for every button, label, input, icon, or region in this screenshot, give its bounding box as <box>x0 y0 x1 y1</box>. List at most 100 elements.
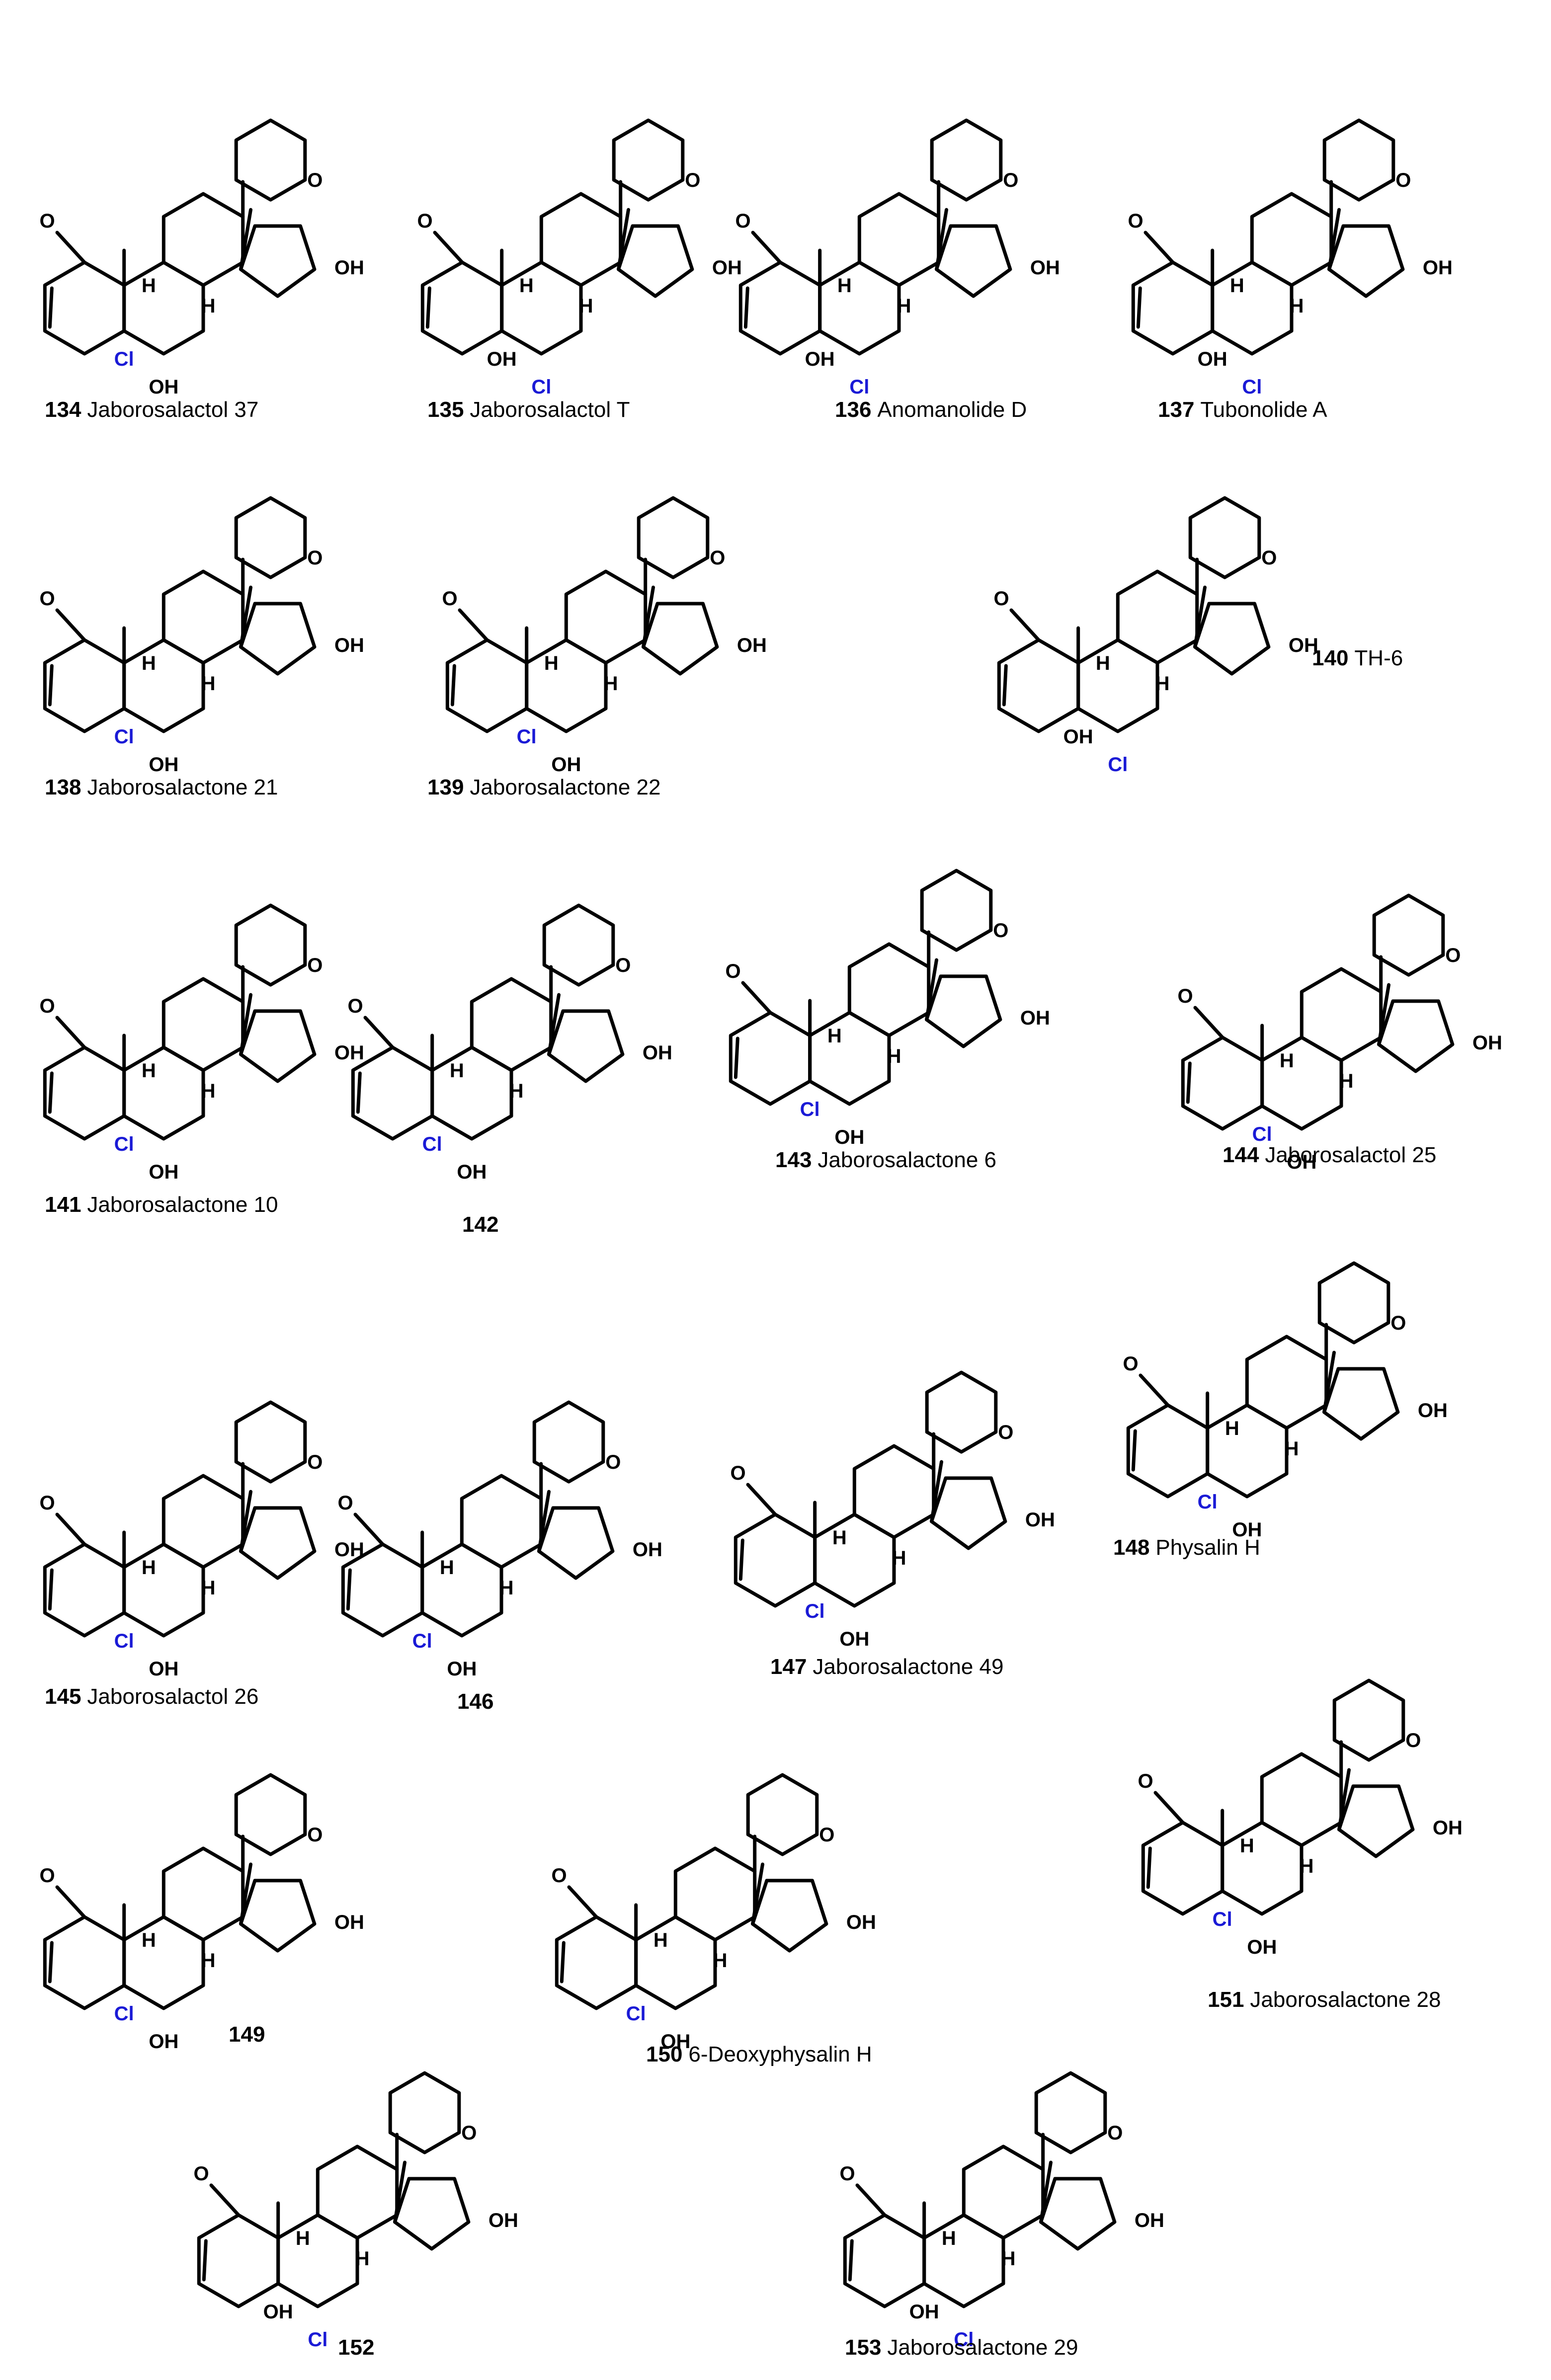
h-label: H <box>887 1045 901 1067</box>
side-chain-bond <box>239 208 253 271</box>
hydroxyl-label: OH <box>334 635 364 656</box>
carbonyl-bond <box>433 231 464 264</box>
compound-name: Jaborosalactone 21 <box>87 775 278 799</box>
side-chain-bond <box>547 993 561 1056</box>
ring-d <box>239 1879 317 1953</box>
hydroxyl-label: OH <box>551 754 581 776</box>
side-chain-bond <box>1337 1768 1351 1831</box>
ring-a <box>445 638 529 733</box>
side-chain-bond <box>1193 585 1207 649</box>
lactone-oxygen: O <box>1003 169 1018 191</box>
compound-number: 147 <box>770 1655 807 1679</box>
chlorine-label: Cl <box>805 1600 825 1622</box>
ring-b <box>500 260 583 356</box>
ring-d <box>239 602 317 676</box>
hydroxyl-label: OH <box>457 1161 487 1183</box>
ring-d <box>547 1009 625 1083</box>
ring-a <box>738 260 822 356</box>
ring-b <box>122 1915 205 2010</box>
compound-name: Jaborosalactol 37 <box>87 397 259 422</box>
hydroxyl-label: OH <box>1020 1007 1050 1029</box>
hydroxyl-label: OH <box>633 1539 662 1561</box>
lactone-oxygen: O <box>461 2122 477 2144</box>
compound-name: Jaborosalactone 6 <box>817 1148 997 1172</box>
compound-number: 144 <box>1223 1143 1259 1167</box>
side-chain-lactone-ring <box>542 903 615 987</box>
lactone-oxygen: O <box>307 954 323 976</box>
side-chain-lactone-ring <box>388 2071 461 2154</box>
ring-a <box>997 638 1080 733</box>
ring-a <box>43 638 126 733</box>
ring-d <box>935 224 1012 298</box>
ring-a <box>43 260 126 356</box>
carbonyl-bond <box>458 608 489 642</box>
h-label: H <box>1285 1438 1299 1460</box>
hydroxyl-label: OH <box>737 635 767 656</box>
ring-a <box>197 2213 280 2308</box>
side-chain-bond <box>617 208 631 271</box>
ring-b <box>276 2213 359 2308</box>
hydroxyl-label: OH <box>1247 1936 1277 1958</box>
carbonyl-bond <box>1009 608 1041 642</box>
h-label: H <box>653 1929 668 1951</box>
side-chain-lactone-ring <box>1188 496 1261 579</box>
hydroxyl-label: OH <box>487 348 517 370</box>
ring-c <box>1245 1335 1328 1430</box>
ring-b <box>122 260 205 356</box>
hydroxyl-label: OH <box>489 2210 518 2231</box>
double-bond <box>1146 1846 1152 1889</box>
compound-name: Anomanolide D <box>877 397 1027 422</box>
hydroxyl-label: OH <box>712 257 742 279</box>
ring-d <box>393 2177 471 2251</box>
compound-number: 148 <box>1113 1535 1150 1560</box>
lactone-oxygen: O <box>710 547 725 569</box>
hydroxyl-label: OH <box>1063 726 1093 748</box>
chlorine-label: Cl <box>1242 376 1262 398</box>
h-label: H <box>499 1577 514 1599</box>
compound-name: Jaborosalactone 28 <box>1250 1987 1441 2012</box>
ring-c <box>539 192 623 287</box>
h-label: H <box>201 673 216 695</box>
compound-number: 142 <box>462 1212 499 1237</box>
h-label: H <box>1280 1050 1294 1072</box>
ketone-oxygen: O <box>442 588 457 610</box>
ring-b <box>122 1045 205 1141</box>
ring-b <box>122 638 205 733</box>
ring-b <box>922 2213 1005 2308</box>
h-label: H <box>142 1929 156 1951</box>
carbonyl-bond <box>567 1885 598 1919</box>
hydroxyl-label: OH <box>1418 1400 1448 1422</box>
side-chain-bond <box>1327 208 1341 271</box>
side-chain-bond <box>925 958 939 1022</box>
ketone-oxygen: O <box>39 1865 55 1887</box>
ring-b <box>1221 1821 1304 1916</box>
hydroxyl-label: OH <box>1025 1509 1055 1531</box>
h-label: H <box>837 275 852 297</box>
side-chain-lactone-ring <box>612 118 685 202</box>
ring-c <box>1250 192 1333 287</box>
side-chain-bond <box>751 1862 765 1926</box>
hydroxyl-label: OH <box>263 2301 293 2323</box>
ring-c <box>1300 967 1383 1062</box>
lactone-oxygen: O <box>1395 169 1411 191</box>
side-chain-lactone-ring <box>234 496 307 579</box>
ring-b <box>1206 1403 1289 1499</box>
ring-b <box>1260 1035 1343 1131</box>
ketone-oxygen: O <box>337 1492 353 1514</box>
side-chain-bond <box>239 993 253 1056</box>
double-bond <box>560 1941 566 1983</box>
ring-a <box>1141 1821 1224 1916</box>
ring-a <box>729 1011 812 1106</box>
ketone-oxygen: O <box>193 2163 209 2185</box>
ketone-oxygen: O <box>725 960 740 982</box>
lactone-oxygen: O <box>1445 945 1461 966</box>
